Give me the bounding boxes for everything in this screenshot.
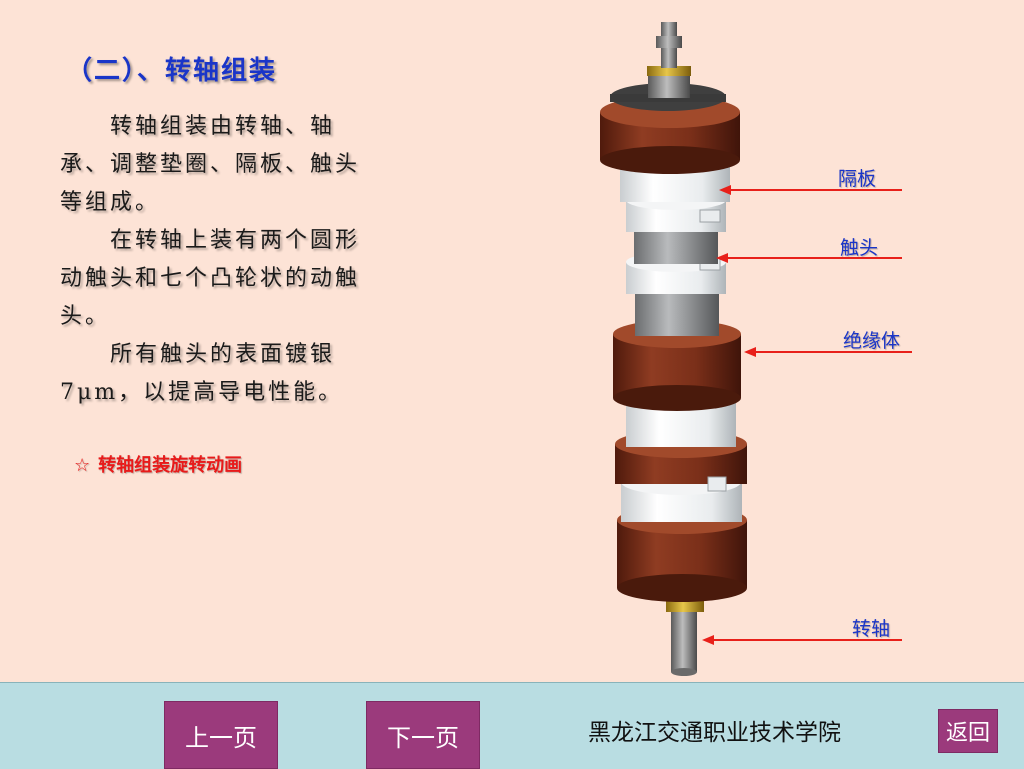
callout-arrows <box>702 185 912 645</box>
bottom-shaft <box>666 598 704 676</box>
rotor-assembly-illustration <box>600 22 912 676</box>
star-icon: ☆ <box>74 455 91 476</box>
middle-insulator <box>613 292 741 411</box>
top-insulator <box>600 22 740 174</box>
school-name: 黑龙江交通职业技术学院 <box>588 720 841 746</box>
slide-area: （二）、转轴组装 转轴组装由转轴、轴承、调整垫圈、隔板、触头等组成。 在转轴上装… <box>60 22 912 676</box>
label-insulator: 绝缘体 <box>843 330 901 352</box>
lower-stack <box>615 383 747 602</box>
slide-title: （二）、转轴组装 <box>66 56 278 86</box>
label-shaft: 转轴 <box>852 618 891 640</box>
paragraph-silver-plating: 所有触头的表面镀银7μm，以提高导电性能。 <box>60 342 344 405</box>
label-separator: 隔板 <box>838 168 877 190</box>
previous-page-button[interactable]: 上一页 <box>164 701 278 769</box>
paragraph-composition: 转轴组装由转轴、轴承、调整垫圈、隔板、触头等组成。 <box>60 114 361 215</box>
label-contact: 触头 <box>840 237 879 259</box>
rotation-animation-link[interactable]: ☆ 转轴组装旋转动画 <box>74 451 242 477</box>
paragraph-contacts: 在转轴上装有两个圆形动触头和七个凸轮状的动触头。 <box>60 228 361 329</box>
return-button[interactable]: 返回 <box>938 709 998 753</box>
animation-link-label: 转轴组装旋转动画 <box>98 455 243 476</box>
footer-bar: 上一页 下一页 黑龙江交通职业技术学院 返回 <box>0 682 1024 769</box>
next-page-button[interactable]: 下一页 <box>366 701 480 769</box>
